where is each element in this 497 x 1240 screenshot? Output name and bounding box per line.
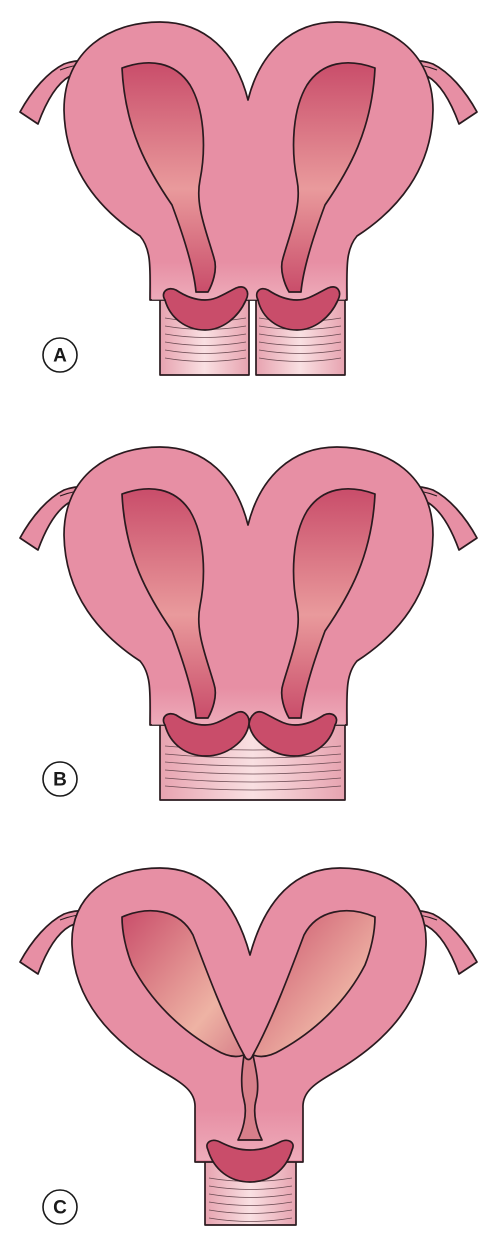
label-c-text: C	[53, 1198, 67, 1219]
left-uterine-cavity	[121, 62, 217, 293]
right-uterine-cavity	[280, 488, 376, 719]
uterus-body	[63, 446, 434, 726]
right-cervix	[248, 711, 338, 757]
cervix	[206, 1139, 294, 1183]
panel-b: B	[19, 446, 478, 801]
uterus-body	[63, 21, 434, 301]
right-uterine-cavity	[280, 62, 376, 293]
label-a: A	[42, 337, 78, 373]
cervical-canal	[237, 1054, 263, 1141]
label-a-text: A	[53, 346, 67, 367]
left-uterine-cavity	[121, 488, 217, 719]
label-b: B	[42, 761, 78, 797]
right-cervix	[255, 286, 341, 331]
panel-a: A	[19, 21, 478, 376]
label-c: C	[42, 1189, 78, 1225]
left-uterine-cavity	[121, 910, 245, 1058]
panel-c: C	[19, 867, 478, 1226]
label-b-text: B	[53, 770, 67, 791]
left-cervix	[162, 711, 250, 757]
right-uterine-cavity	[252, 910, 376, 1058]
left-cervix	[162, 286, 249, 331]
